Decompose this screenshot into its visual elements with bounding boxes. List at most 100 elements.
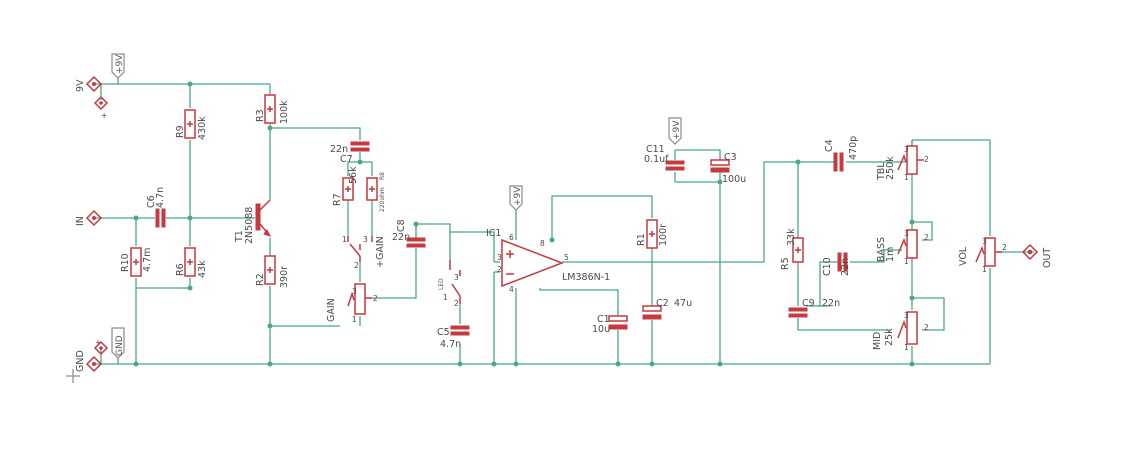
c1-value: 10u bbox=[592, 324, 610, 335]
gain-pot-label: GAIN bbox=[326, 298, 337, 322]
t1-value: 2N5088 bbox=[244, 207, 255, 244]
flag-9v-ic-text: +9V bbox=[513, 186, 523, 206]
vol-pin2: 2 bbox=[1002, 243, 1007, 252]
resistor-r2[interactable]: R2 390r bbox=[255, 255, 290, 288]
r1-ref: R1 bbox=[636, 233, 647, 246]
resistor-r5[interactable]: R5 33k bbox=[780, 228, 804, 270]
resistor-r10[interactable]: R10 4.7m bbox=[120, 247, 153, 277]
switch-led[interactable]: LED 3 2 1 bbox=[438, 260, 461, 308]
capacitor-c10[interactable]: C10 22n bbox=[822, 252, 851, 276]
wires bbox=[94, 76, 1034, 365]
bass-pin1: 1 bbox=[904, 257, 909, 266]
r8-ref: R8 bbox=[379, 172, 386, 180]
gnd-pad: + bbox=[93, 338, 109, 356]
resistor-r9[interactable]: R9 430k bbox=[175, 109, 208, 140]
transistor-t1[interactable]: T1 2N5088 bbox=[234, 199, 271, 244]
resistor-r3[interactable]: R3 100k bbox=[255, 94, 290, 124]
capacitor-c9[interactable]: C9 22n bbox=[788, 298, 840, 318]
bass-ref: BASS bbox=[876, 237, 887, 262]
led-pin1: 1 bbox=[443, 293, 448, 302]
c5-value: 4.7n bbox=[440, 339, 461, 350]
flag-9v-c11-text: +9V bbox=[672, 120, 682, 140]
junctions bbox=[133, 81, 1033, 367]
potentiometer-vol[interactable]: 3 2 1 VOL bbox=[958, 237, 1007, 274]
gain-pot-pin1: 1 bbox=[352, 315, 357, 324]
c9-value: 22n bbox=[822, 298, 840, 309]
bass-pin2: 2 bbox=[924, 233, 929, 242]
r10-value: 4.7m bbox=[142, 248, 153, 272]
potentiometer-bass[interactable]: 3 2 1 BASS 1m bbox=[876, 229, 929, 266]
ic1-pin5: 5 bbox=[564, 253, 569, 262]
capacitor-c3[interactable]: C3 100u bbox=[710, 152, 746, 185]
capacitor-c6[interactable]: C6 4.7n bbox=[146, 187, 166, 228]
c4-ref: C4 bbox=[824, 139, 835, 152]
label-9v: 9V bbox=[75, 79, 86, 92]
ic1-value: LM386N-1 bbox=[562, 272, 610, 283]
gain-pot-pin3: 3 bbox=[352, 287, 357, 296]
supply-9v-pad: + bbox=[93, 95, 109, 120]
potentiometer-gain[interactable]: 3 2 1 GAIN bbox=[326, 283, 378, 324]
gnd-connector[interactable]: GND bbox=[75, 350, 103, 373]
resistor-r8[interactable]: 220ohm R8 bbox=[366, 172, 386, 212]
bass-pin3: 3 bbox=[904, 229, 909, 238]
capacitor-c7[interactable]: 22n C7 bbox=[330, 141, 370, 165]
ic1-pin6: 6 bbox=[509, 233, 514, 242]
opamp-ic1[interactable]: IC1 LM386N-1 3 2 6 4 8 5 bbox=[486, 228, 610, 294]
r6-ref: R6 bbox=[175, 263, 186, 276]
c7-value: 22n bbox=[330, 144, 348, 155]
potentiometer-tbl[interactable]: 3 2 1 TBL 250k bbox=[876, 145, 929, 182]
tbl-pin2: 2 bbox=[924, 155, 929, 164]
input-connector[interactable]: IN bbox=[75, 209, 103, 227]
vol-pin3: 3 bbox=[982, 237, 987, 246]
c11-ref: C11 bbox=[646, 144, 665, 155]
ic1-pin8: 8 bbox=[540, 239, 545, 248]
r2-ref: R2 bbox=[255, 273, 266, 286]
flag-9v-top: +9V bbox=[111, 53, 125, 79]
c8-value: 22n bbox=[392, 232, 410, 243]
resistor-r1[interactable]: R1 100r bbox=[636, 219, 669, 249]
label-gnd: GND bbox=[75, 350, 86, 372]
capacitor-c5[interactable]: C5 4.7n bbox=[437, 325, 470, 350]
mid-pin3: 3 bbox=[904, 311, 909, 320]
switch-gain[interactable]: 1 3 2 +GAIN bbox=[342, 235, 386, 270]
r7-ref: R7 bbox=[332, 193, 343, 206]
output-connector[interactable]: OUT bbox=[1021, 243, 1053, 268]
c1-ref: C1 bbox=[597, 314, 610, 325]
led-switch-ref: LED bbox=[438, 278, 445, 290]
pad-plus-label: + bbox=[101, 111, 107, 120]
resistor-r7[interactable]: R7 56k bbox=[332, 166, 359, 206]
r8-value: 220ohm bbox=[379, 187, 386, 212]
r1-value: 100r bbox=[658, 224, 669, 246]
r3-value: 100k bbox=[279, 100, 290, 124]
tbl-ref: TBL bbox=[876, 162, 887, 181]
c8-ref: C8 bbox=[396, 219, 407, 232]
resistor-r6[interactable]: R6 43k bbox=[175, 247, 208, 278]
potentiometer-mid[interactable]: 3 2 1 MID 25k bbox=[872, 311, 929, 352]
label-out: OUT bbox=[1042, 248, 1053, 268]
r7-value: 56k bbox=[348, 166, 359, 184]
ic1-pin3: 3 bbox=[497, 253, 502, 262]
capacitor-c4[interactable]: C4 470p bbox=[824, 136, 859, 172]
capacitor-c11[interactable]: C11 0.1uf bbox=[644, 144, 685, 171]
c6-value: 4.7n bbox=[155, 187, 166, 208]
supply-9v-connector[interactable]: 9V bbox=[75, 75, 103, 93]
c3-ref: C3 bbox=[724, 152, 737, 163]
r5-value: 33k bbox=[786, 228, 797, 246]
flag-9v-ic: +9V bbox=[509, 185, 523, 211]
sw-pin1: 1 bbox=[342, 235, 347, 244]
mid-pin2: 2 bbox=[924, 323, 929, 332]
c10-value: 22n bbox=[840, 258, 851, 276]
c9-ref: C9 bbox=[802, 298, 815, 309]
c2-ref: C2 bbox=[656, 298, 669, 309]
capacitor-c1[interactable]: C1 10u bbox=[592, 314, 628, 335]
flag-gnd-text: GND bbox=[115, 335, 125, 356]
capacitor-c8[interactable]: C8 22n bbox=[392, 219, 426, 248]
r10-ref: R10 bbox=[120, 253, 131, 272]
c10-ref: C10 bbox=[822, 257, 833, 276]
flag-9v-c11: +9V bbox=[668, 117, 682, 145]
c4-value: 470p bbox=[848, 136, 859, 160]
c7-ref: C7 bbox=[340, 154, 353, 165]
led-pin2: 2 bbox=[454, 299, 459, 308]
capacitor-c2[interactable]: C2 47u bbox=[642, 298, 692, 320]
